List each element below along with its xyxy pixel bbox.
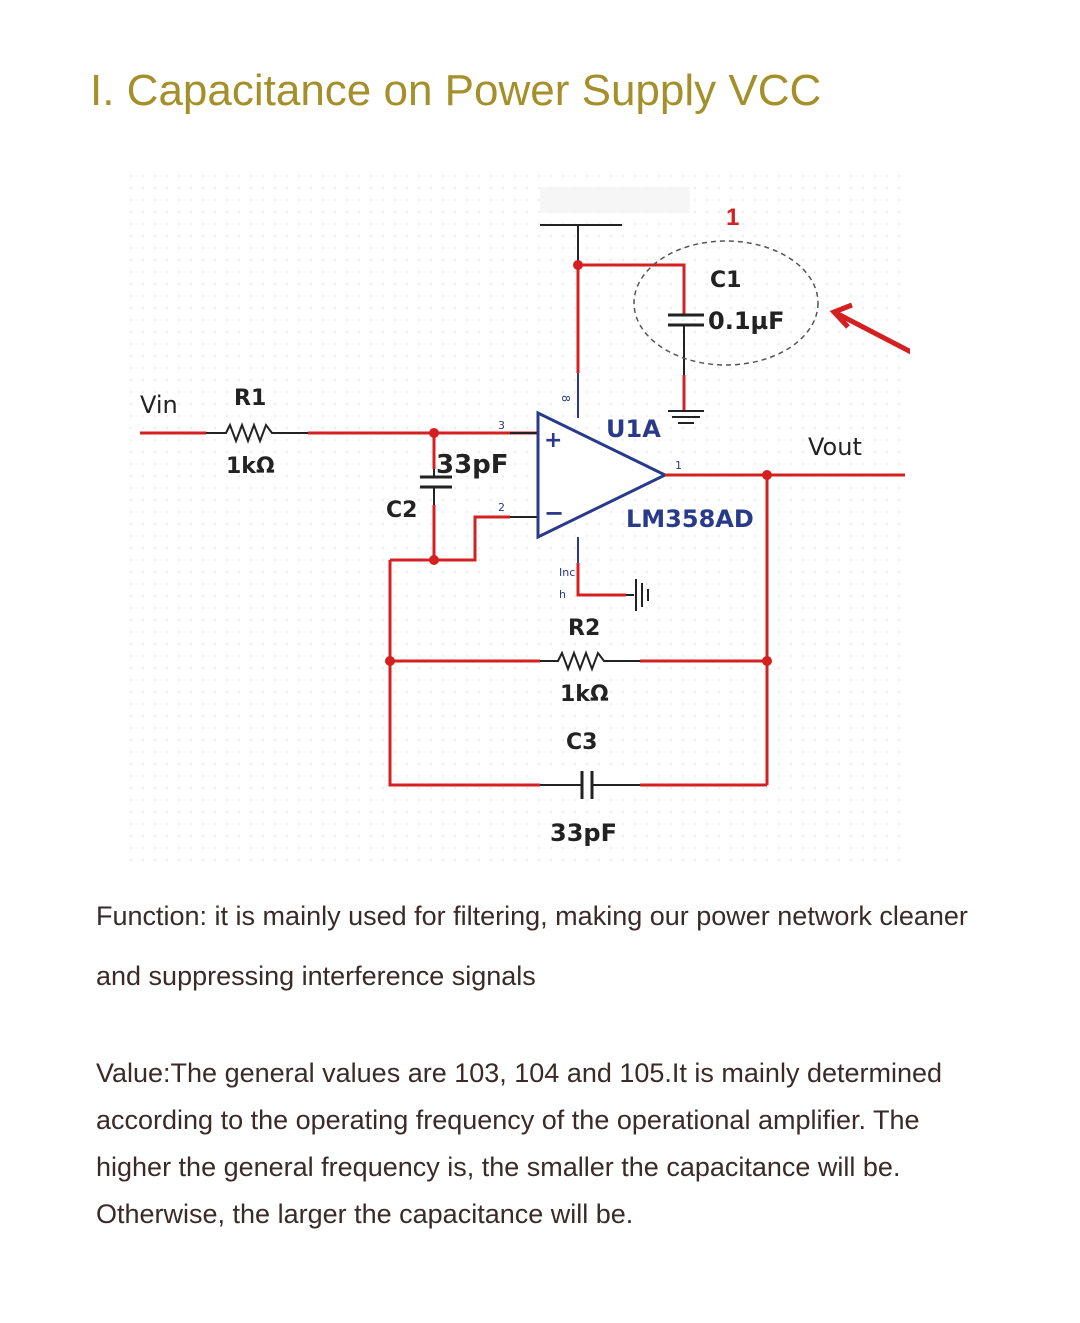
c3-label: C3 [566,730,597,755]
c1-capacitor [668,313,704,411]
pin-3-label: 3 [498,419,505,432]
c2-value: 33pF [436,450,509,480]
c1-highlight-ellipse [633,240,819,366]
c1-ground-symbol [668,410,704,424]
opamp-ref-label: U1A [606,415,661,443]
pin-1-label: 1 [675,459,682,472]
r2-resistor [390,649,767,672]
pin-4-label-2: h [559,588,566,601]
r2-value: 1kΩ [560,682,609,707]
r1-label: R1 [234,386,266,411]
blurred-label [540,187,690,213]
section-title: I. Capacitance on Power Supply VCC [90,66,822,115]
highlight-marker: 1 [726,204,739,231]
r1-value: 1kΩ [226,454,275,479]
c2-capacitor [420,433,452,560]
c3-capacitor [390,771,767,799]
red-arrow-icon [829,302,910,355]
op-amp-circuit-diagram: Vin R1 1kΩ C2 33pF 3 2 8 1 Inc h + − U1A… [130,175,910,865]
op-amp-symbol: + − [536,410,669,540]
pin4-wire [576,537,634,597]
c1-value: 0.1µF [708,307,785,335]
minus-sign: − [544,499,564,527]
function-paragraph: Function: it is mainly used for filterin… [96,901,968,991]
r2-label: R2 [568,616,600,641]
c1-label: C1 [710,268,741,293]
vout-label: Vout [808,433,862,461]
opamp-part-label: LM358AD [626,505,754,533]
pin4-ground-symbol [635,579,649,611]
value-paragraph: Value:The general values are 103, 104 an… [96,1058,943,1229]
c2-label: C2 [386,498,417,523]
output-wire [665,473,905,785]
vcc-rail [540,224,686,418]
c3-value: 33pF [550,819,617,847]
pin-8-label: 8 [559,395,572,402]
pin-2-label: 2 [498,501,505,514]
r1-resistor [206,422,308,444]
vin-label: Vin [140,391,178,419]
plus-sign: + [544,428,562,453]
junction-dots [385,260,772,666]
pin-4-label: Inc [559,566,575,579]
